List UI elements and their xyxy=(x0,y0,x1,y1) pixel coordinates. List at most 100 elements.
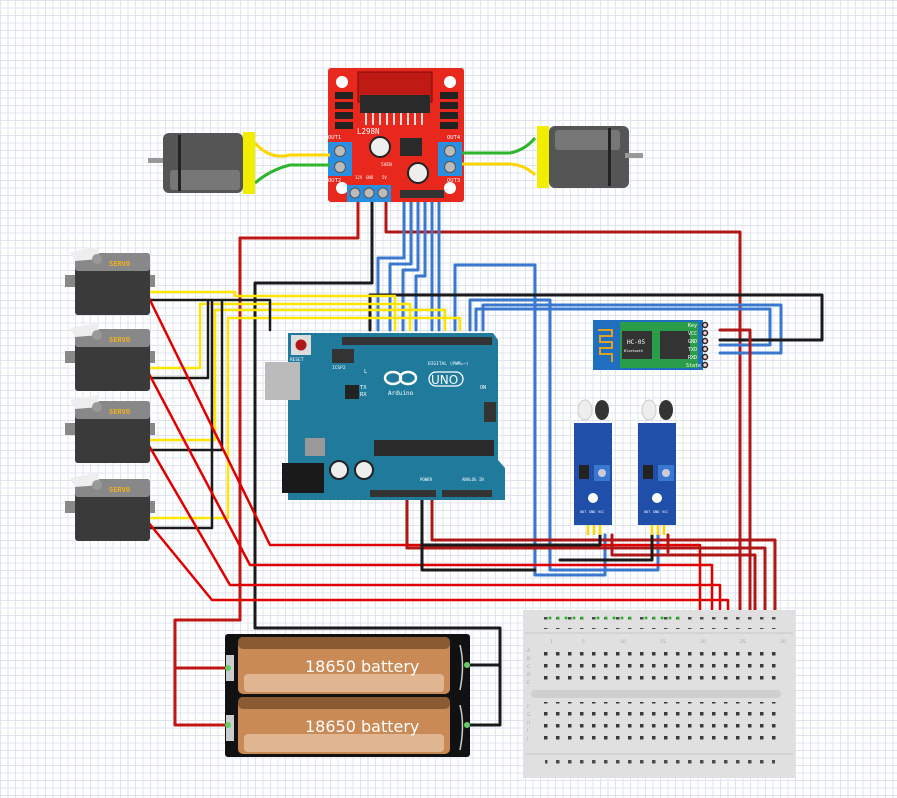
servo-label: SERVO xyxy=(109,486,130,494)
wire-yellow-motor-right[interactable] xyxy=(462,162,537,177)
terminal-out4[interactable] xyxy=(438,142,462,176)
servo-group: SERVO SERVO SERVO SERVO xyxy=(65,247,155,541)
wire-black-servo3[interactable] xyxy=(146,298,224,452)
usb-port xyxy=(265,362,300,400)
bb-col-30: 30 xyxy=(780,639,786,645)
l298n-motor-driver[interactable]: L298N OUT1 OUT2 OUT3 OUT4 5VEN 12V GND 5… xyxy=(328,68,464,202)
wire-blue-in4[interactable] xyxy=(414,198,427,332)
power-pin-12v: 12V xyxy=(355,175,363,180)
out4-label: OUT4 xyxy=(447,135,461,141)
right-dc-motor[interactable] xyxy=(537,126,643,188)
arduino-logo-text: Arduino xyxy=(388,390,414,397)
l298n-input-header[interactable] xyxy=(400,190,444,198)
bt-pin-key: Key xyxy=(688,323,697,329)
antenna-icon xyxy=(598,329,613,362)
battery-1[interactable]: 18650 battery xyxy=(238,637,450,694)
power-label: POWER xyxy=(420,477,433,482)
wire-yellow-servo4[interactable] xyxy=(146,316,462,520)
ir-sensor-1[interactable]: OUT GND VCC xyxy=(574,399,612,535)
wire-green-motor-left[interactable] xyxy=(254,163,330,185)
wire-blue-bt-txd[interactable] xyxy=(481,303,783,355)
servo-label: SERVO xyxy=(109,260,130,268)
dc-jack xyxy=(282,463,324,493)
servo-1[interactable]: SERVO xyxy=(65,247,155,315)
terminal-out1[interactable] xyxy=(328,142,352,176)
servo-2[interactable]: SERVO xyxy=(65,323,155,391)
hc05-chip-label: HC-05 xyxy=(627,339,645,346)
bb-row-j: J xyxy=(526,736,528,742)
power-pin-5v: 5V xyxy=(382,175,387,180)
wire-yellow-servo1[interactable] xyxy=(146,290,397,332)
wire-black-servo4[interactable] xyxy=(146,298,214,530)
bt-pin-state: State xyxy=(686,363,701,369)
wire-black-servo1[interactable] xyxy=(146,298,272,332)
bb-col-25: 25 xyxy=(740,639,746,645)
ir-sensor-2[interactable]: OUT GND VCC xyxy=(638,399,676,535)
wire-yellow-motor-left[interactable] xyxy=(253,141,330,158)
bb-row-b: B xyxy=(527,656,530,662)
terminal-power[interactable] xyxy=(347,185,391,202)
breadboard[interactable]: 1 5 10 15 20 25 30 A B C D E F G H I J xyxy=(523,610,795,778)
wire-red-servo4[interactable] xyxy=(146,520,730,614)
wire-red-bt-vcc[interactable] xyxy=(718,328,752,614)
bb-row-e: E xyxy=(527,680,530,686)
wire-blue-bt-rxd[interactable] xyxy=(474,307,772,347)
uno-model: UNO xyxy=(431,373,458,387)
wire-red-servo3[interactable] xyxy=(146,442,722,614)
battery-holder[interactable]: 18650 battery 18650 battery xyxy=(225,634,470,757)
analog-header[interactable] xyxy=(442,490,492,497)
battery-1-label: 18650 battery xyxy=(305,657,419,676)
wire-black-ir-gnd[interactable] xyxy=(420,533,654,562)
wire-black-bt-gnd[interactable] xyxy=(368,293,824,342)
bb-row-i: I xyxy=(527,728,528,734)
wire-green-motor-right[interactable] xyxy=(462,137,537,155)
out1-label: OUT1 xyxy=(328,135,341,141)
servo-3[interactable]: SERVO xyxy=(65,395,155,463)
ir2-pin-vcc: VCC xyxy=(662,510,668,514)
wire-red-battery[interactable] xyxy=(173,618,242,727)
wire-red-ir-vcc[interactable] xyxy=(610,533,757,614)
bb-row-c: C xyxy=(527,664,530,670)
ir1-pin-vcc: VCC xyxy=(598,510,604,514)
servo-label: SERVO xyxy=(109,336,130,344)
bb-col-1: 1 xyxy=(550,639,553,645)
wire-black-battery[interactable] xyxy=(466,663,502,727)
battery-2[interactable]: 18650 battery xyxy=(238,697,450,754)
bt-pin-gnd: GND xyxy=(688,339,697,345)
ir2-pin-out: OUT xyxy=(644,510,651,514)
l298n-chip xyxy=(360,95,430,113)
wire-yellow-servo3[interactable] xyxy=(146,308,447,442)
arduino-uno[interactable]: RESET ICSP2 DIGITAL (PWM=~) L TX RX UNO … xyxy=(265,333,505,500)
wire-red-servo2[interactable] xyxy=(146,370,714,614)
hc05-bluetooth-module[interactable]: HC-05 Bluetooth Key VCC GND TXD RXD Stat… xyxy=(593,320,709,370)
ir1-pin-gnd: GND xyxy=(589,510,595,514)
wire-blue-in3[interactable] xyxy=(401,198,420,332)
bb-col-20: 20 xyxy=(700,639,706,645)
wire-blue-ir1[interactable] xyxy=(453,263,607,577)
wires xyxy=(146,198,824,727)
wire-red-l298n-12v[interactable] xyxy=(238,198,360,622)
wire-red-l298n-5v[interactable] xyxy=(384,198,742,614)
wire-red-arduino-5v[interactable] xyxy=(405,495,767,614)
power-header[interactable] xyxy=(370,490,436,497)
icsp-header xyxy=(484,402,496,422)
hc05-sub-label: Bluetooth xyxy=(624,349,643,353)
reset-label: RESET xyxy=(290,357,304,363)
digital-header[interactable] xyxy=(342,337,492,345)
wire-black-arduino-gnd[interactable] xyxy=(420,495,537,572)
left-dc-motor[interactable] xyxy=(148,132,255,194)
ir1-pin-out: OUT xyxy=(580,510,587,514)
led-l-label: L xyxy=(364,369,368,375)
wire-black-servo2[interactable] xyxy=(146,298,210,380)
bt-pin-rxd: RXD xyxy=(688,355,697,361)
wire-red-arduino-vin[interactable] xyxy=(430,495,777,614)
bb-col-5: 5 xyxy=(582,639,585,645)
bb-row-a: A xyxy=(527,648,531,654)
out2-label: OUT2 xyxy=(328,178,341,184)
bb-row-g: G xyxy=(527,712,531,718)
power-pin-gnd: GND xyxy=(366,175,374,180)
l298n-label: L298N xyxy=(357,127,380,136)
digital-label: DIGITAL (PWM=~) xyxy=(428,361,469,367)
servo-4[interactable]: SERVO xyxy=(65,473,155,541)
